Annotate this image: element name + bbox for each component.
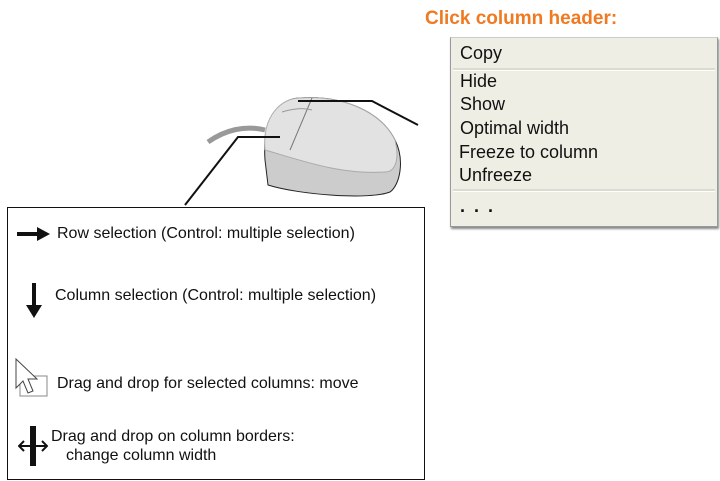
drag-move-label: Drag and drop for selected columns: move bbox=[57, 375, 359, 392]
menu-item-unfreeze[interactable]: Unfreeze bbox=[459, 165, 533, 185]
row-selection-label: Row selection (Control: multiple selecti… bbox=[57, 225, 355, 242]
column-header-context-menu: Copy Hide Show Optimal width Freeze to c… bbox=[450, 37, 718, 227]
resize-column-icon bbox=[18, 426, 48, 466]
menu-item-copy[interactable]: Copy bbox=[460, 43, 503, 63]
arrow-right-icon bbox=[17, 227, 50, 241]
legend-panel: Row selection (Control: multiple selecti… bbox=[7, 207, 425, 480]
column-selection-label: Column selection (Control: multiple sele… bbox=[55, 287, 377, 304]
menu-item-freeze-to-column[interactable]: Freeze to column bbox=[459, 142, 599, 162]
menu-item-hide[interactable]: Hide bbox=[460, 71, 498, 91]
drag-cursor-icon bbox=[15, 358, 48, 397]
title: Click column header: bbox=[425, 8, 618, 29]
drag-width-label-line1: Drag and drop on column borders: bbox=[51, 428, 295, 445]
menu-item-more[interactable]: . . . bbox=[460, 196, 496, 216]
drag-width-label-line2: change column width bbox=[66, 447, 217, 464]
menu-separator bbox=[453, 189, 715, 192]
arrow-down-icon bbox=[26, 283, 42, 318]
mouse-illustration bbox=[184, 97, 419, 206]
menu-separator bbox=[453, 68, 715, 71]
menu-item-show[interactable]: Show bbox=[460, 94, 506, 114]
menu-item-optimal-width[interactable]: Optimal width bbox=[460, 118, 570, 138]
